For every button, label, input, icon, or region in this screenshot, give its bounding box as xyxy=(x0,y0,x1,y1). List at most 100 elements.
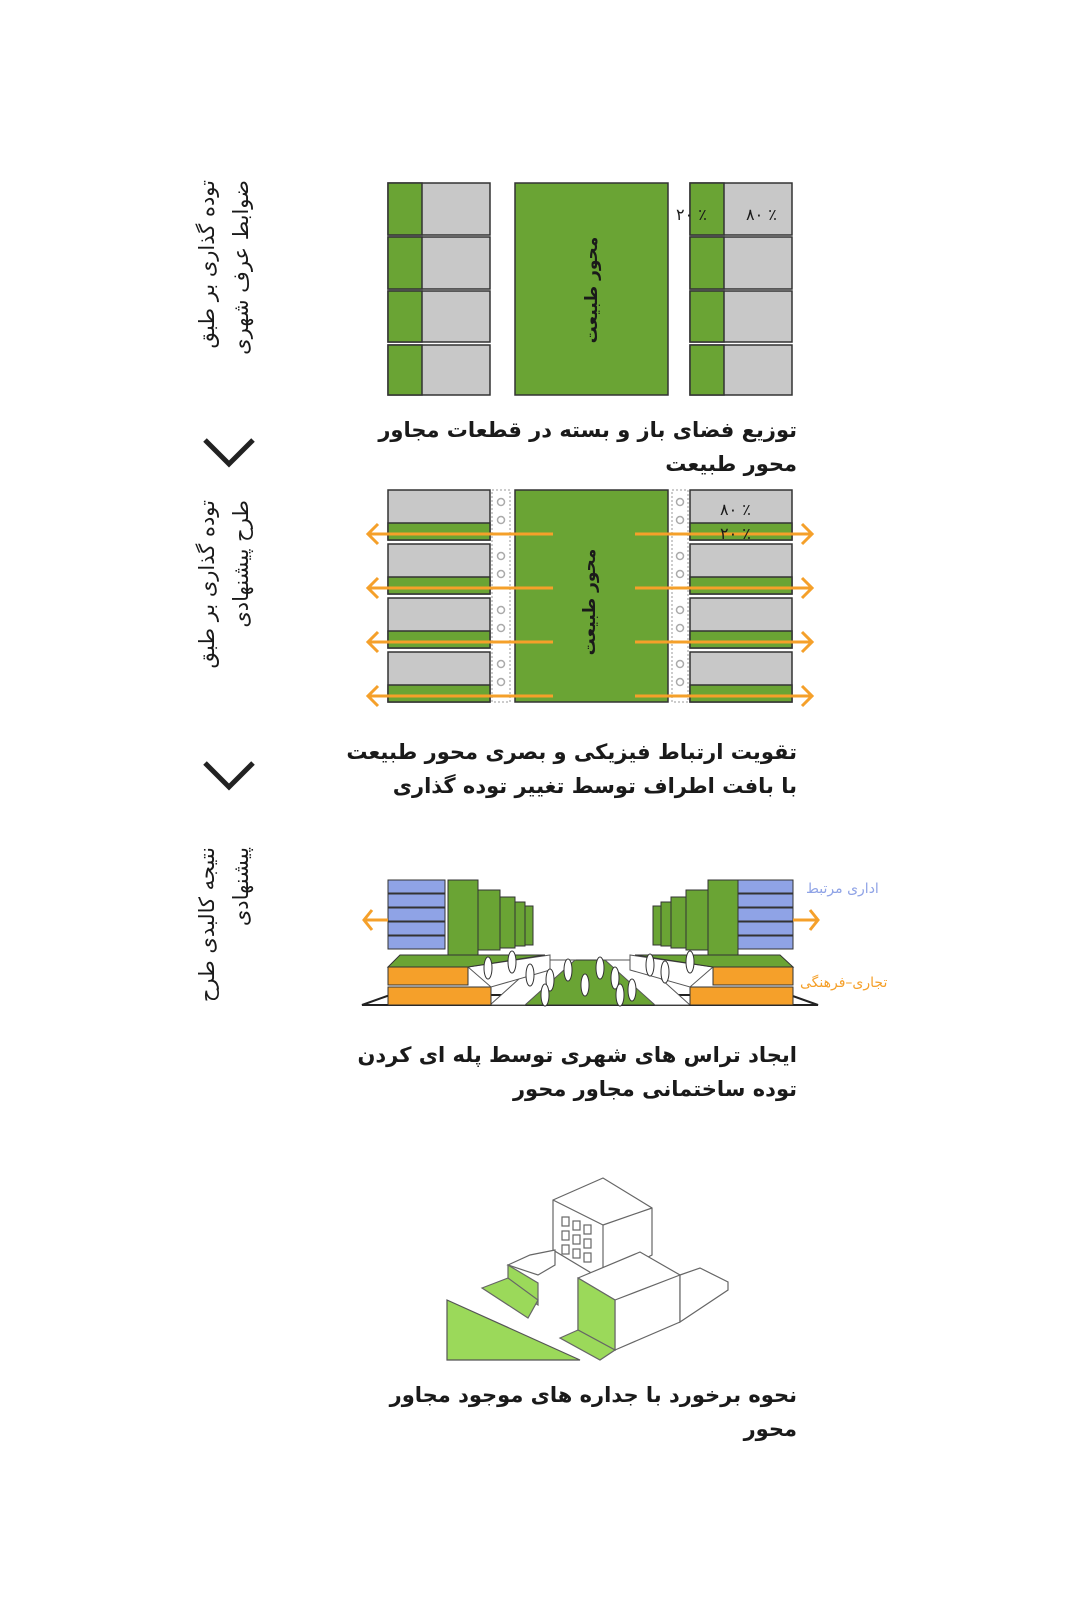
window xyxy=(583,1224,592,1235)
green-facade xyxy=(670,896,687,949)
step2-diagram xyxy=(365,489,815,708)
tree-marker xyxy=(496,623,506,633)
tree-marker xyxy=(675,659,685,669)
window xyxy=(572,1248,581,1259)
office-floor xyxy=(736,921,794,936)
tree-icon xyxy=(685,950,695,974)
green-facade xyxy=(652,905,662,946)
green-facade xyxy=(707,879,739,956)
office-floor xyxy=(387,879,446,894)
open-space xyxy=(689,182,725,236)
step2-pct-gray: ٪ ۸۰ xyxy=(720,500,751,519)
open-space xyxy=(689,522,793,541)
step1-caption: توزیع فضای باز و بسته در قطعات مجاور محو… xyxy=(378,418,797,476)
open-space xyxy=(689,344,725,396)
green-facade xyxy=(524,905,534,946)
open-space xyxy=(689,684,793,703)
step4-axonometric xyxy=(446,1177,729,1361)
office-floor xyxy=(387,935,446,950)
open-space xyxy=(387,290,423,343)
window xyxy=(561,1230,570,1241)
step2-caption: تقویت ارتباط فیزیکی و بصری محور طبیعت با… xyxy=(346,740,797,798)
chevron-down-icon xyxy=(203,438,255,468)
tree-marker xyxy=(496,677,506,687)
tree-marker xyxy=(675,623,685,633)
tree-icon xyxy=(545,968,555,992)
arrow-head xyxy=(365,684,380,708)
office-floor xyxy=(736,907,794,922)
office-floor xyxy=(736,893,794,908)
pedestrian-strip xyxy=(671,489,689,703)
open-space xyxy=(689,576,793,595)
office-floor xyxy=(387,893,446,908)
arrow-head xyxy=(800,684,815,708)
tree-icon xyxy=(580,973,590,997)
tree-icon xyxy=(525,963,535,987)
arrow-head xyxy=(800,630,815,654)
office-floor xyxy=(387,921,446,936)
tree-marker xyxy=(496,605,506,615)
open-space xyxy=(689,236,725,290)
open-space xyxy=(387,576,491,595)
step3-perspective xyxy=(361,879,820,1007)
step1-axis-label: محور طبیعت xyxy=(582,236,602,344)
step2-axis-label: محور طبیعت xyxy=(580,548,600,656)
open-space xyxy=(689,290,725,343)
step1-pct-green: ٪ ۲۰ xyxy=(676,205,707,224)
tree-marker xyxy=(675,515,685,525)
open-space xyxy=(387,236,423,290)
arrow-head xyxy=(800,522,815,546)
open-space xyxy=(689,630,793,649)
arrow-head xyxy=(365,522,380,546)
legend-commercial: تجاری–فرهنگی xyxy=(800,975,888,991)
tree-marker xyxy=(675,497,685,507)
office-floor xyxy=(387,907,446,922)
step3-caption: ایجاد تراس های شهری توسط پله ای کردن تود… xyxy=(357,1043,797,1101)
nature-axis xyxy=(514,182,669,396)
green-facade xyxy=(499,896,516,949)
step1-pct-gray: ٪ ۸۰ xyxy=(746,205,777,224)
arrow-head xyxy=(365,630,380,654)
window xyxy=(572,1234,581,1245)
green-ground-plane xyxy=(446,1299,581,1361)
office-floor xyxy=(736,879,794,894)
window xyxy=(583,1252,592,1263)
tree-marker xyxy=(496,551,506,561)
tree-icon xyxy=(483,956,493,980)
nature-axis xyxy=(514,489,669,703)
tree-icon xyxy=(610,966,620,990)
chevron-down-icon xyxy=(203,761,255,791)
window xyxy=(572,1220,581,1231)
green-facade xyxy=(685,889,709,951)
open-space xyxy=(387,684,491,703)
step4-caption: نحوه برخورد با جداره های موجود مجاور محو… xyxy=(389,1383,797,1441)
open-space xyxy=(387,182,423,236)
tree-icon xyxy=(615,983,625,1007)
tree-icon xyxy=(507,950,517,974)
tree-marker xyxy=(496,569,506,579)
open-space xyxy=(387,522,491,541)
tree-marker xyxy=(675,605,685,615)
step2-pct-green: ٪ ۲۰ xyxy=(720,524,751,543)
commercial-block-left xyxy=(387,986,492,1006)
tree-icon xyxy=(540,983,550,1007)
green-facade xyxy=(477,889,501,951)
window xyxy=(561,1244,570,1255)
commercial-block-right xyxy=(689,986,794,1006)
tree-marker xyxy=(675,551,685,561)
pedestrian-strip xyxy=(491,489,511,703)
tree-icon xyxy=(627,978,637,1002)
tree-marker xyxy=(675,677,685,687)
tree-marker xyxy=(496,497,506,507)
green-facade xyxy=(514,901,526,947)
arrow-head xyxy=(800,576,815,600)
tree-marker xyxy=(496,515,506,525)
open-space xyxy=(387,630,491,649)
legend-office: اداری مرتبط xyxy=(806,881,879,897)
window xyxy=(561,1216,570,1227)
arrow-head xyxy=(365,576,380,600)
tree-icon xyxy=(563,958,573,982)
tree-icon xyxy=(595,956,605,980)
open-space xyxy=(387,344,423,396)
green-facade xyxy=(660,901,672,947)
